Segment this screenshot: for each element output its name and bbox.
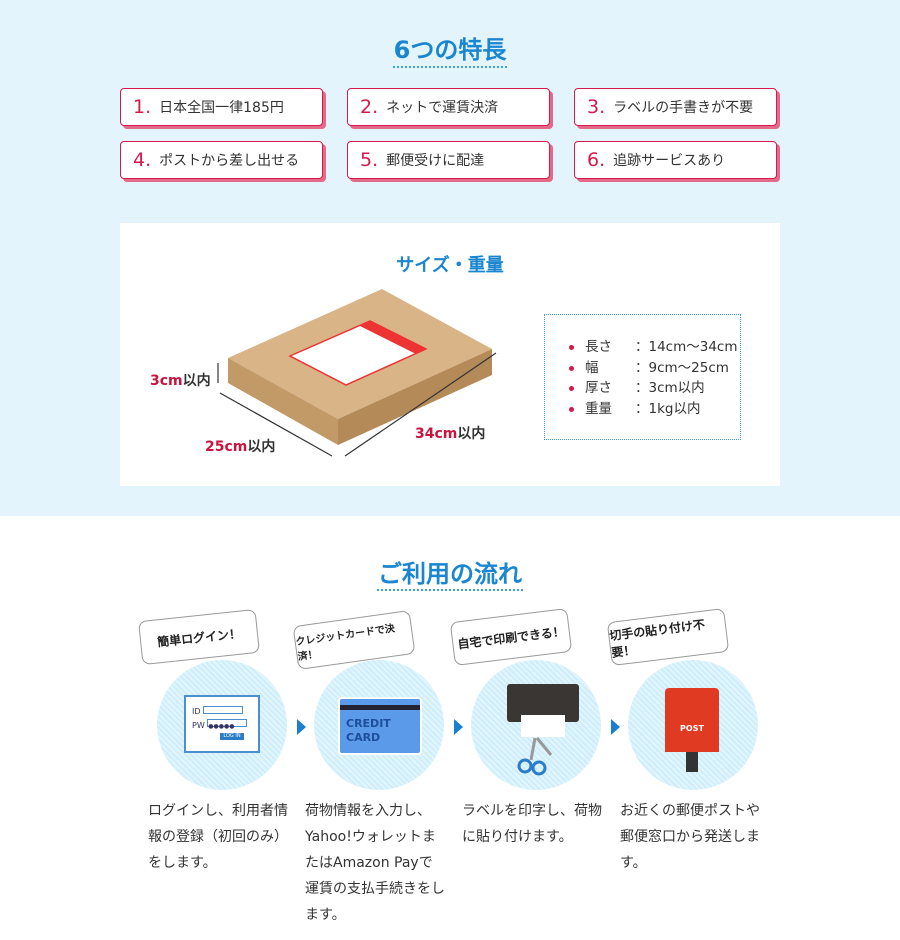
spec-item: 長さ：14cm～34cm: [569, 337, 740, 358]
feature-number: 3.: [587, 96, 606, 118]
step-2-circle: CREDIT CARD: [314, 660, 444, 790]
size-panel: サイズ・重量 3cm以内 25cm以内 34cm以内 長さ：14cm～34cm …: [120, 223, 780, 486]
feature-6: 6. 追跡サービスあり: [574, 141, 777, 179]
step-1-description: ログインし、利用者情報の登録（初回のみ）をします。: [148, 803, 288, 871]
flow-title: ご利用の流れ: [378, 560, 522, 588]
step-2-bubble: クレジットカードで決済！: [292, 610, 416, 670]
package-illustration: [217, 289, 497, 457]
size-title: サイズ・重量: [396, 255, 504, 276]
features-title: 6つの特長: [393, 36, 507, 64]
feature-1: 1. 日本全国一律185円: [120, 88, 323, 126]
step-1-circle: ID PW ●●●●● LOG IN: [157, 660, 287, 790]
length-label: 34cm以内: [415, 426, 486, 442]
feature-label: ラベルの手書きが不要: [613, 100, 754, 116]
feature-label: ネットで運賃決済: [386, 100, 499, 116]
feature-label: 追跡サービスあり: [613, 153, 726, 169]
feature-number: 6.: [587, 149, 606, 171]
credit-card-icon: CREDIT CARD: [338, 697, 422, 755]
feature-2: 2. ネットで運賃決済: [347, 88, 550, 126]
spec-item: 厚さ：3cm以内: [569, 378, 740, 399]
arrow-right-icon: [611, 719, 620, 735]
printer-icon: [507, 684, 579, 776]
feature-5: 5. 郵便受けに配達: [347, 141, 550, 179]
step-4-description: お近くの郵便ポストや郵便窓口から発送します。: [620, 803, 760, 871]
title-underline: [377, 589, 523, 591]
step-4-circle: POST: [628, 660, 758, 790]
spec-item: 幅：9cm～25cm: [569, 358, 740, 379]
step-3-circle: [471, 660, 601, 790]
feature-label: 日本全国一律185円: [159, 100, 284, 116]
login-window-icon: ID PW ●●●●● LOG IN: [184, 695, 260, 753]
arrow-right-icon: [297, 719, 306, 735]
feature-number: 4.: [133, 149, 152, 171]
height-label: 3cm以内: [150, 373, 211, 389]
width-label: 25cm以内: [205, 439, 276, 455]
postbox-icon: POST: [665, 688, 719, 752]
step-3-description: ラベルを印字し、荷物に貼り付けます。: [462, 803, 602, 845]
feature-number: 2.: [360, 96, 379, 118]
feature-number: 1.: [133, 96, 152, 118]
spec-item: 重量：1kg以内: [569, 399, 740, 420]
title-underline: [393, 66, 507, 68]
feature-4: 4. ポストから差し出せる: [120, 141, 323, 179]
feature-label: ポストから差し出せる: [159, 153, 300, 169]
step-1-bubble: 簡単ログイン！: [138, 608, 260, 666]
spec-list: 長さ：14cm～34cm 幅：9cm～25cm 厚さ：3cm以内 重量：1kg以…: [544, 314, 741, 440]
arrow-right-icon: [454, 719, 463, 735]
step-2-description: 荷物情報を入力し、Yahoo!ウォレットまたはAmazon Payで運賃の支払手…: [305, 803, 445, 923]
feature-label: 郵便受けに配達: [386, 153, 485, 169]
feature-3: 3. ラベルの手書きが不要: [574, 88, 777, 126]
step-3-bubble: 自宅で印刷できる！: [449, 607, 573, 667]
feature-number: 5.: [360, 149, 379, 171]
step-4-bubble: 切手の貼り付け不要！: [606, 607, 730, 667]
